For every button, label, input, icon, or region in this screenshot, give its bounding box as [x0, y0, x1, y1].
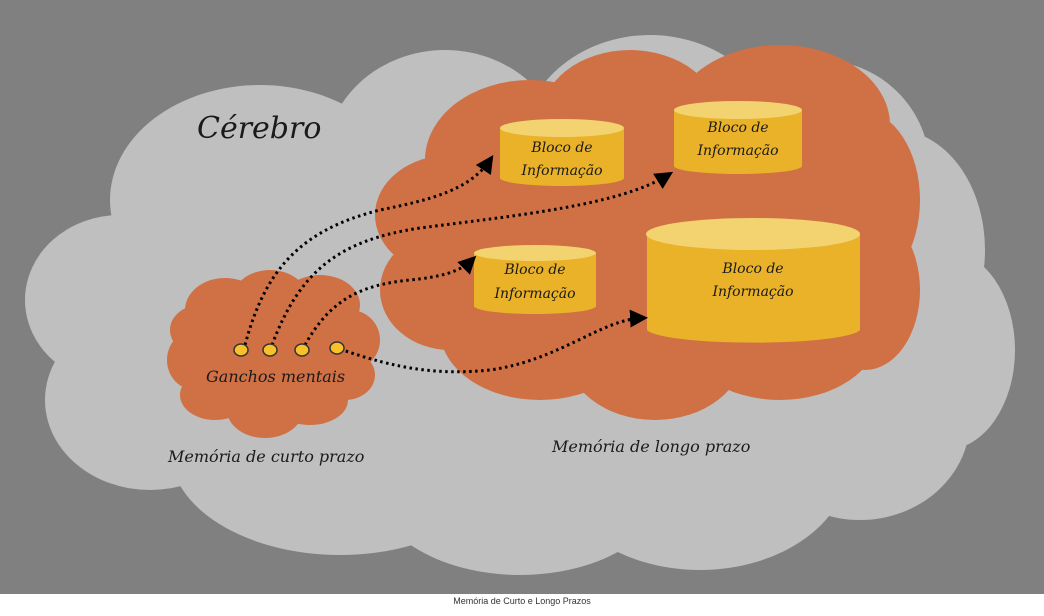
diagram-figure: Bloco de Informação Bloco de Informação … [0, 0, 1044, 594]
arrow-hook1-block1 [243, 155, 494, 346]
short-term-memory-label: Memória de curto prazo [167, 447, 364, 466]
info-block-1-line1: Bloco de [530, 140, 592, 156]
hook-1 [233, 343, 249, 357]
info-block-3-line2: Informação [493, 286, 575, 302]
info-block-4: Bloco de Informação [646, 218, 860, 343]
mental-hooks-label: Ganchos mentais [206, 367, 345, 386]
info-block-3-line1: Bloco de [503, 262, 565, 278]
long-term-memory-label: Memória de longo prazo [551, 437, 750, 456]
mental-hooks [233, 341, 345, 357]
info-block-4-line2: Informação [711, 284, 793, 300]
info-block-1: Bloco de Informação [500, 119, 624, 186]
hook-4 [329, 341, 345, 355]
arrow-hook3-block3 [303, 255, 477, 346]
info-block-1-line2: Informação [520, 163, 602, 179]
figure-caption: Memória de Curto e Longo Prazos [453, 596, 591, 606]
connection-arrows [243, 155, 674, 374]
arrow-hook2-block2 [270, 171, 674, 346]
hook-2 [262, 343, 278, 357]
info-block-2: Bloco de Informação [674, 101, 802, 174]
info-block-4-line1: Bloco de [721, 261, 783, 277]
info-block-2-line1: Bloco de [706, 120, 768, 136]
hook-3 [294, 343, 310, 357]
info-block-2-line2: Informação [696, 143, 778, 159]
brain-title: Cérebro [197, 111, 321, 146]
info-block-3: Bloco de Informação [474, 245, 596, 314]
arrow-hook4-block4 [339, 309, 648, 374]
